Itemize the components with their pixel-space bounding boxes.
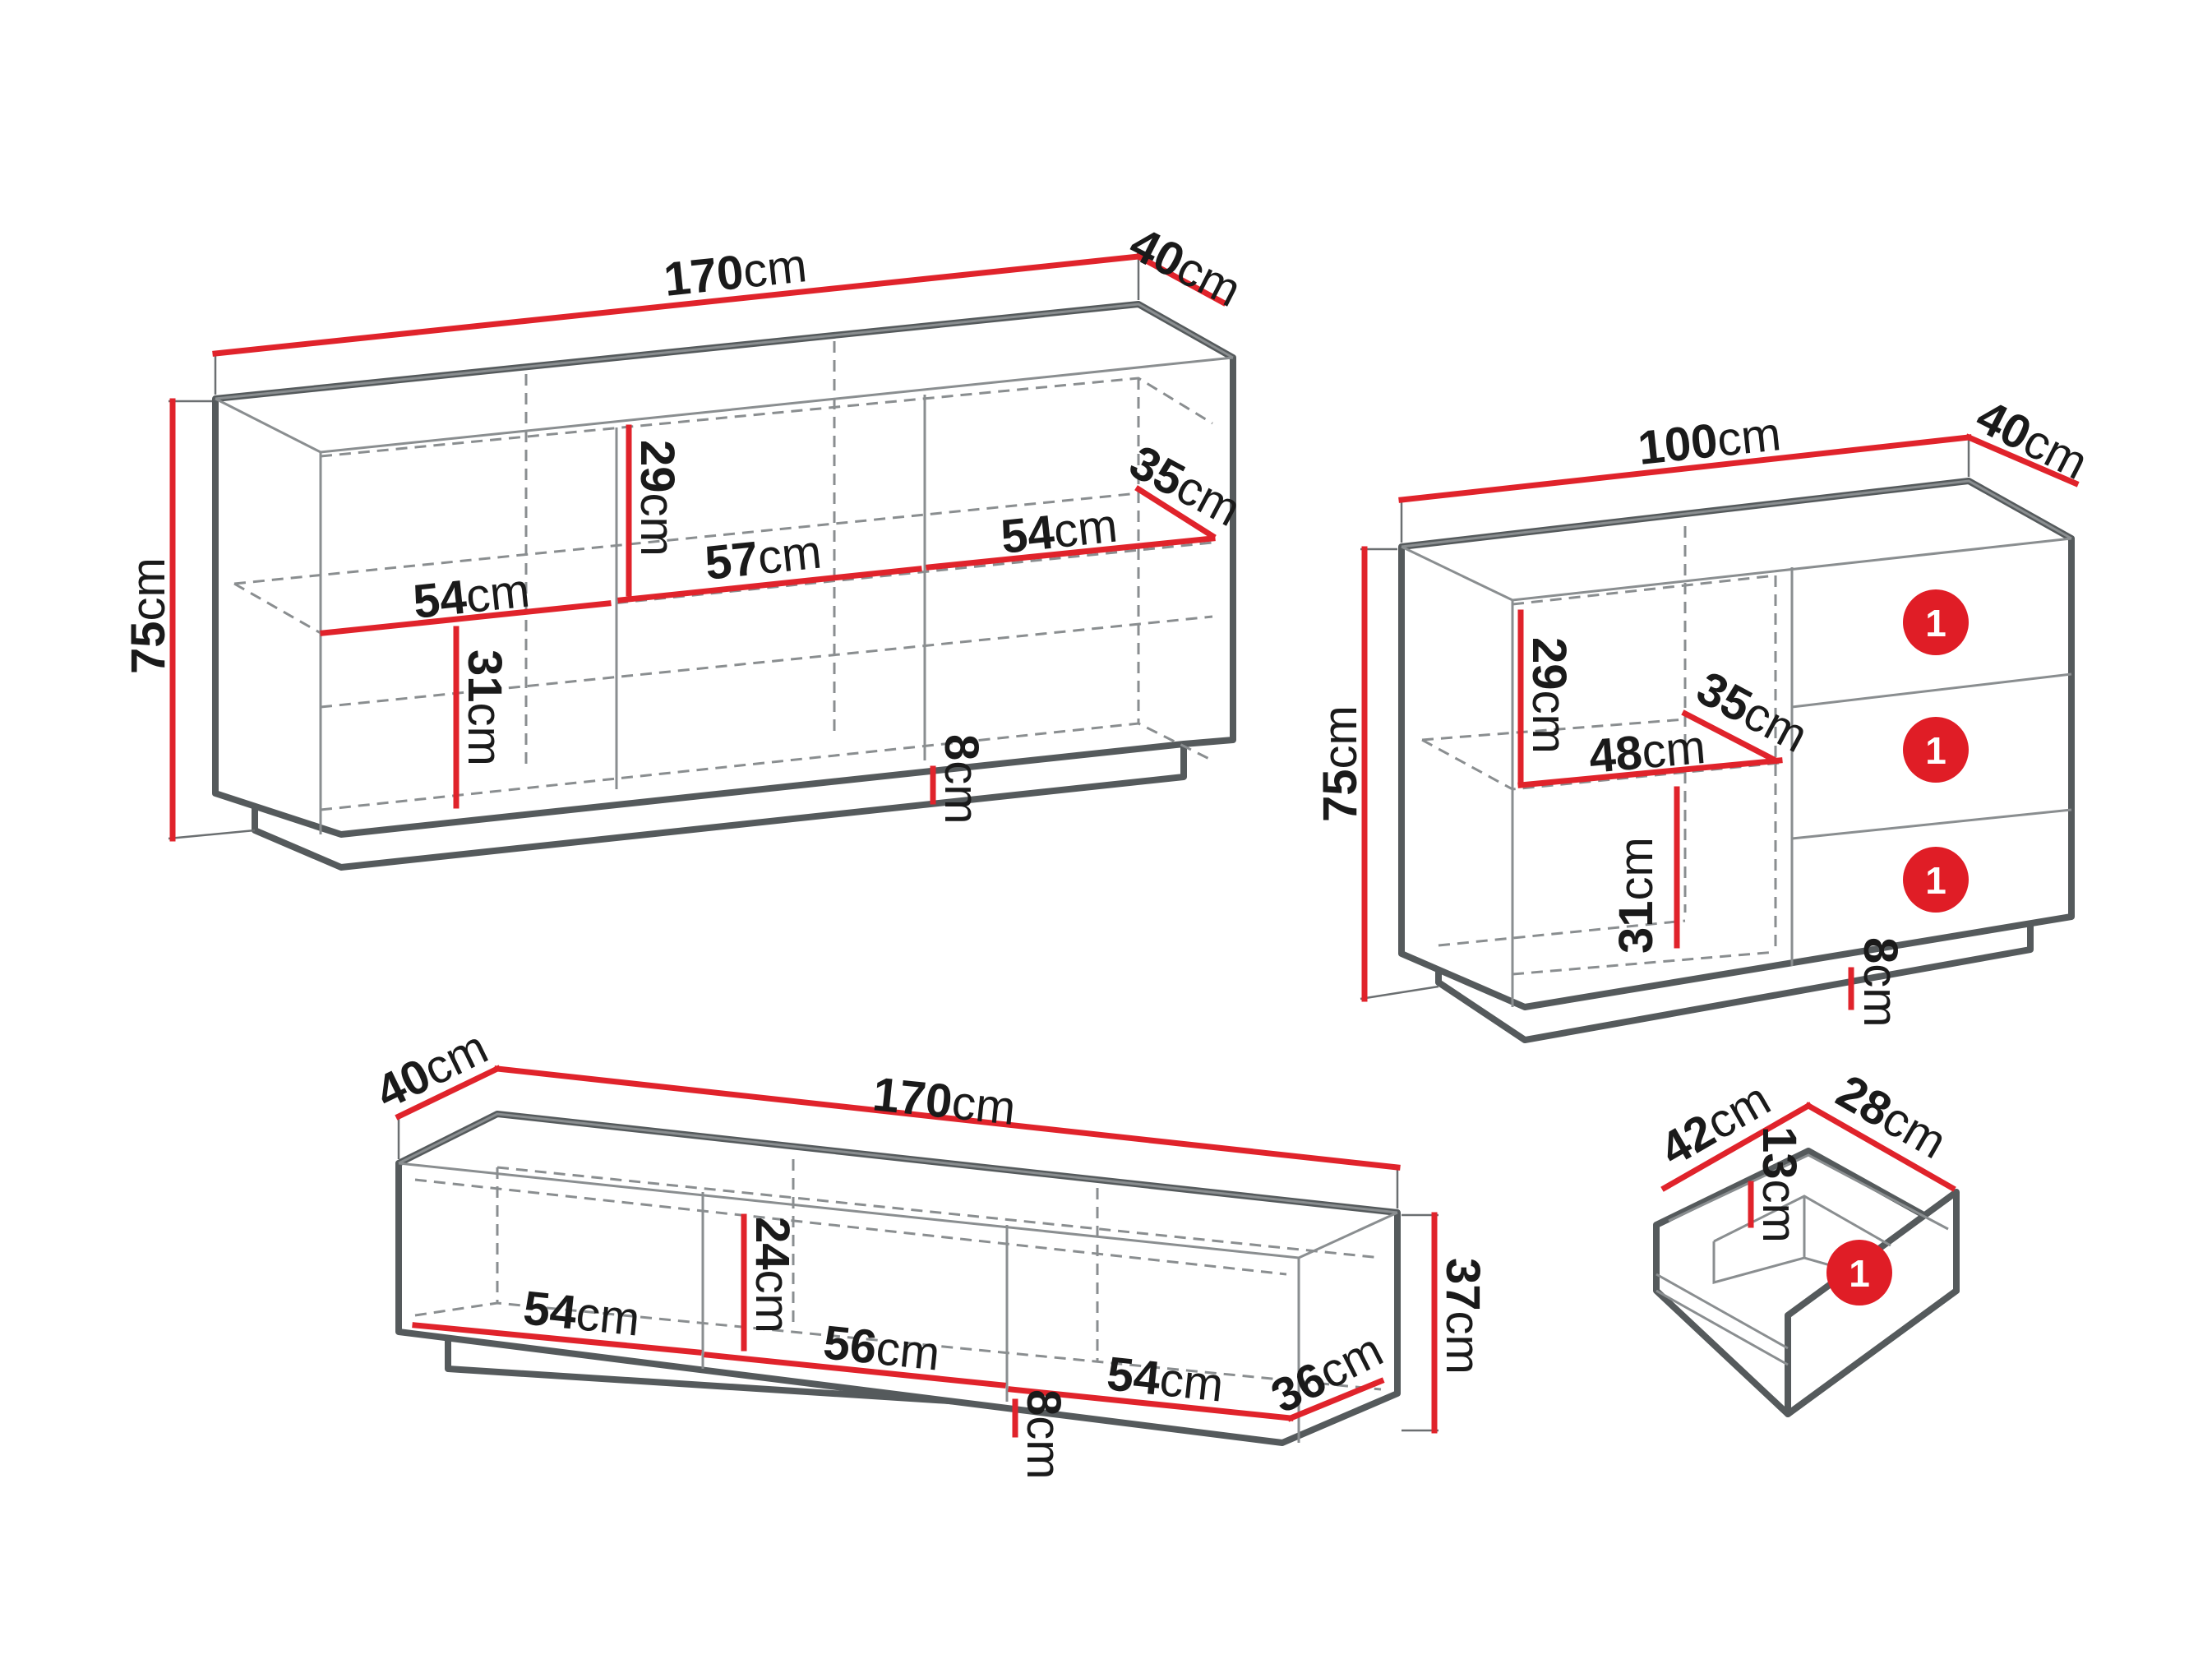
- sideboard-shelf-mid-value: 57: [703, 532, 761, 590]
- cabinet-shelf-width-value: 48: [1586, 726, 1644, 783]
- tv-stand-left-width-value: 54: [521, 1281, 580, 1339]
- svg-text:37cm: 37cm: [1436, 1258, 1489, 1375]
- svg-text:57cm: 57cm: [703, 525, 824, 589]
- svg-text:75cm: 75cm: [1314, 705, 1367, 822]
- sideboard-lower-height-value: 31: [458, 649, 511, 703]
- tv-stand-width-value: 170: [870, 1067, 955, 1129]
- sideboard-upper-height-value: 29: [630, 440, 684, 493]
- cabinet-plinth-value: 8: [1854, 937, 1907, 964]
- svg-text:24cm: 24cm: [746, 1217, 799, 1333]
- drawer-front-badge: [1826, 1240, 1892, 1305]
- svg-text:48cm: 48cm: [1586, 720, 1707, 783]
- svg-text:40cm: 40cm: [1968, 390, 2096, 490]
- tv-stand-mid-width-value: 56: [821, 1315, 880, 1374]
- svg-text:31cm: 31cm: [1609, 837, 1663, 954]
- tv-stand-plinth-value: 8: [1017, 1389, 1070, 1416]
- drawer-front-badge-text: 1: [1849, 1252, 1870, 1295]
- svg-text:31cm: 31cm: [458, 649, 511, 766]
- cabinet-drawing: 1 1 1 100cm 40cm 75cm 48cm 35cm 29cm 31c…: [1314, 390, 2096, 1043]
- cabinet-height-value: 75: [1314, 769, 1367, 822]
- svg-text:170cm: 170cm: [662, 238, 810, 307]
- drawer-badge-1-text: 1: [1925, 602, 1946, 645]
- svg-text:13cm: 13cm: [1753, 1126, 1806, 1243]
- svg-text:8cm: 8cm: [935, 734, 988, 825]
- svg-text:100cm: 100cm: [1636, 407, 1784, 475]
- svg-text:54cm: 54cm: [1105, 1347, 1226, 1412]
- drawer-badge-3-text: 1: [1925, 859, 1946, 902]
- sideboard-shelf-right-value: 54: [999, 506, 1057, 564]
- svg-text:29cm: 29cm: [630, 440, 684, 557]
- tv-stand-inner-height-value: 24: [746, 1217, 799, 1270]
- drawer-badge-1: [1903, 589, 1969, 655]
- sideboard-shelf-left-value: 54: [411, 571, 469, 629]
- drawer-height-value: 13: [1753, 1126, 1806, 1180]
- svg-text:54cm: 54cm: [411, 563, 533, 628]
- svg-text:170cm: 170cm: [870, 1067, 1018, 1135]
- cabinet-upper-height-value: 29: [1522, 637, 1576, 691]
- svg-text:8cm: 8cm: [1017, 1389, 1070, 1480]
- unit-text: cm: [741, 238, 810, 298]
- sideboard-plinth-value: 8: [935, 734, 988, 760]
- sideboard-drawing: 170cm 40cm 75cm 54cm 57cm 54cm 35cm 29cm…: [122, 217, 1249, 871]
- drawer-badge-2: [1903, 717, 1969, 783]
- svg-text:8cm: 8cm: [1854, 937, 1907, 1028]
- tv-stand-height-value: 37: [1436, 1258, 1489, 1311]
- drawer-badge-3: [1903, 847, 1969, 913]
- tv-stand-right-width-value: 54: [1105, 1347, 1163, 1405]
- drawer-drawing: 42cm 28cm 13cm 1: [1651, 1065, 1960, 1417]
- svg-text:40cm: 40cm: [367, 1020, 496, 1120]
- tv-stand-drawing: 170cm 40cm 37cm 54cm 56cm 54cm 36cm 24cm…: [367, 1020, 1489, 1480]
- cabinet-body: [1398, 478, 2075, 1010]
- cabinet-width-value: 100: [1636, 414, 1720, 475]
- tv-stand-body: [395, 1111, 1401, 1446]
- sideboard-height-value: 75: [122, 621, 175, 674]
- svg-text:54cm: 54cm: [999, 498, 1120, 563]
- svg-text:54cm: 54cm: [521, 1281, 643, 1346]
- svg-text:56cm: 56cm: [821, 1315, 943, 1380]
- cabinet-lower-height-value: 31: [1609, 900, 1663, 954]
- drawer-front: [1785, 1189, 1960, 1417]
- svg-text:75cm: 75cm: [122, 557, 175, 674]
- sideboard-width-value: 170: [662, 245, 746, 307]
- drawer-badge-2-text: 1: [1925, 729, 1946, 772]
- svg-text:29cm: 29cm: [1522, 637, 1576, 754]
